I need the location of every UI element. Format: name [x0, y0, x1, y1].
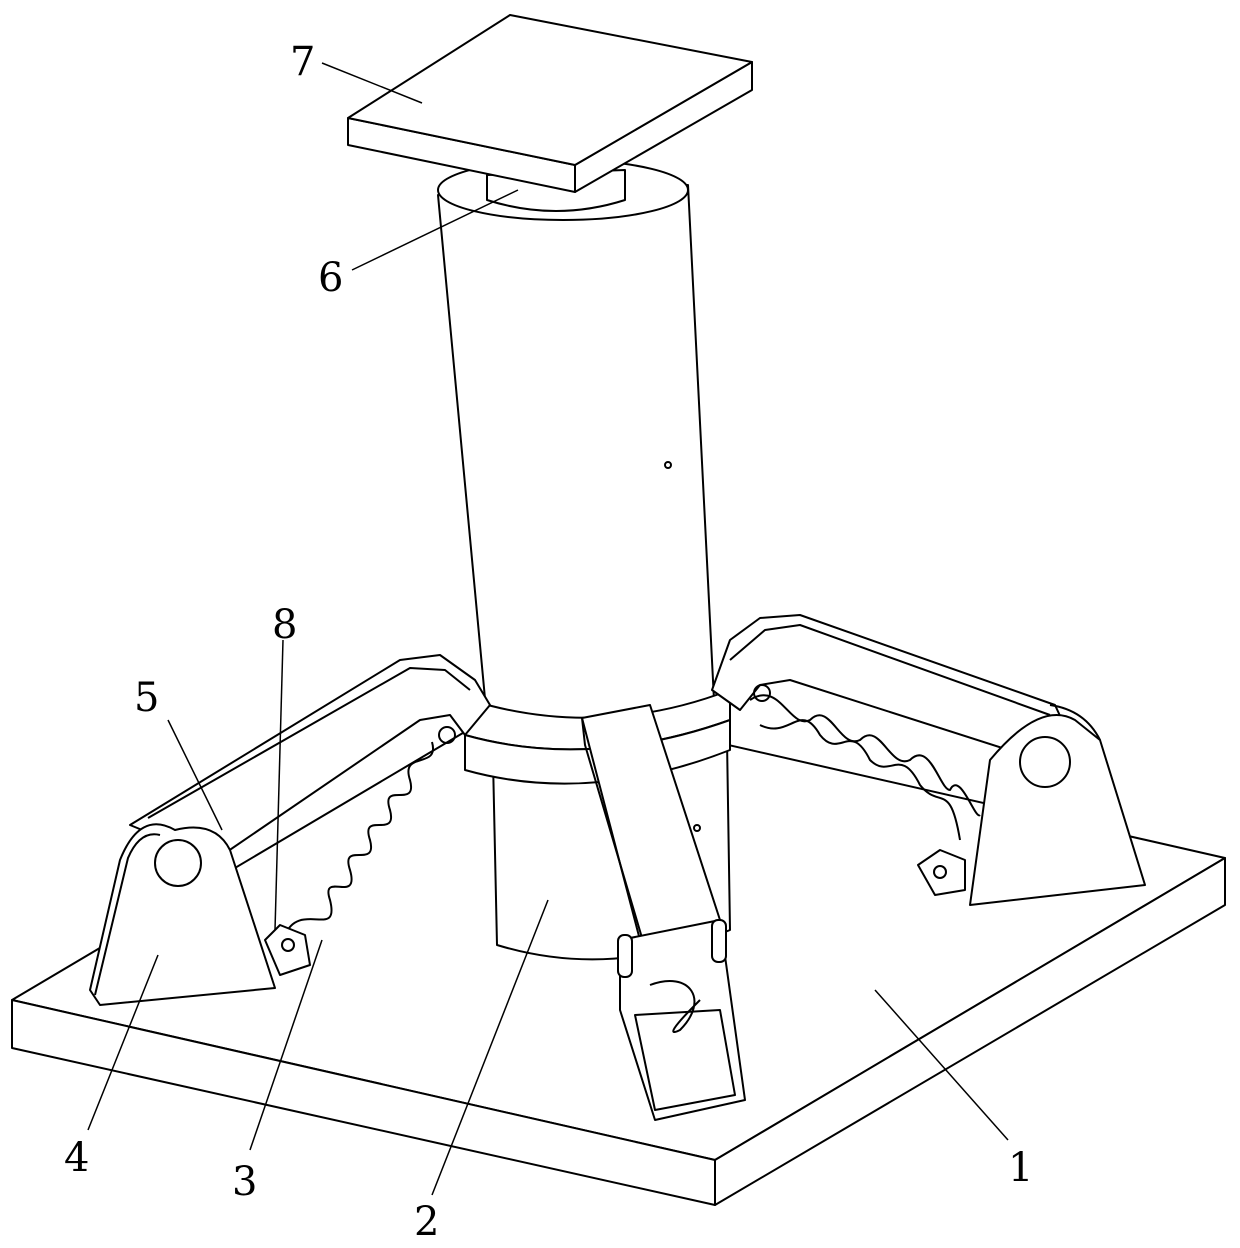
top-plate	[348, 15, 752, 192]
label-support-seat: 4	[64, 1138, 89, 1178]
label-lower-column: 2	[414, 1202, 439, 1242]
label-base-plate: 1	[1008, 1148, 1033, 1188]
label-spring: 3	[232, 1162, 257, 1202]
label-arm: 5	[134, 678, 159, 718]
label-rod: 6	[318, 258, 343, 298]
label-spring-mount: 8	[272, 605, 297, 645]
left-support-seat	[90, 824, 275, 1005]
label-top-plate: 7	[290, 42, 315, 82]
upper-column	[438, 160, 715, 720]
